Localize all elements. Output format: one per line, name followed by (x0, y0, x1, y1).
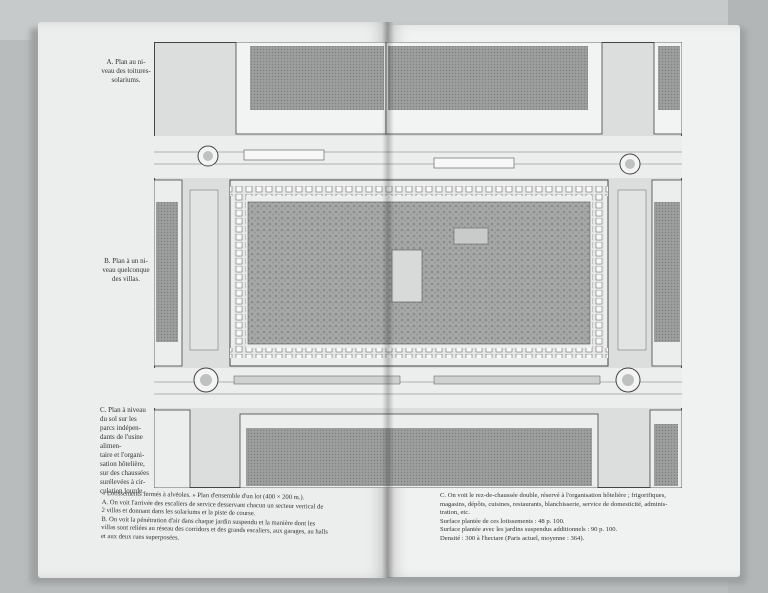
left-page-notes: « Lotissements fermés à alvéoles. » Plan… (101, 490, 372, 547)
right-page-notes: C. On voit le rez-de-chaussée double, ré… (440, 492, 690, 544)
note-right-line: Surface plantée de ces lotissements : 48… (440, 517, 565, 525)
note-right-line: Surface plantée avec les jardins suspend… (440, 526, 618, 534)
book-gutter (382, 22, 394, 578)
note-right-line: magasins, dépôts, cuisines, restaurants,… (440, 500, 668, 508)
note-right-line: tration, etc. (440, 509, 470, 517)
note-right-line: C. On voit le rez-de-chaussée double, ré… (440, 492, 666, 499)
caption-plan-b: B. Plan à un ni- veau quelconque des vil… (102, 257, 150, 283)
caption-plan-c: C. Plan à niveau du sol sur les parcs in… (100, 406, 149, 495)
caption-plan-a: A. Plan au ni- veau des toitures- solari… (101, 58, 151, 84)
note-right-line: Densité : 300 à l'hectare (Paris actuel,… (440, 534, 585, 542)
site-plan-drawing (154, 42, 682, 488)
